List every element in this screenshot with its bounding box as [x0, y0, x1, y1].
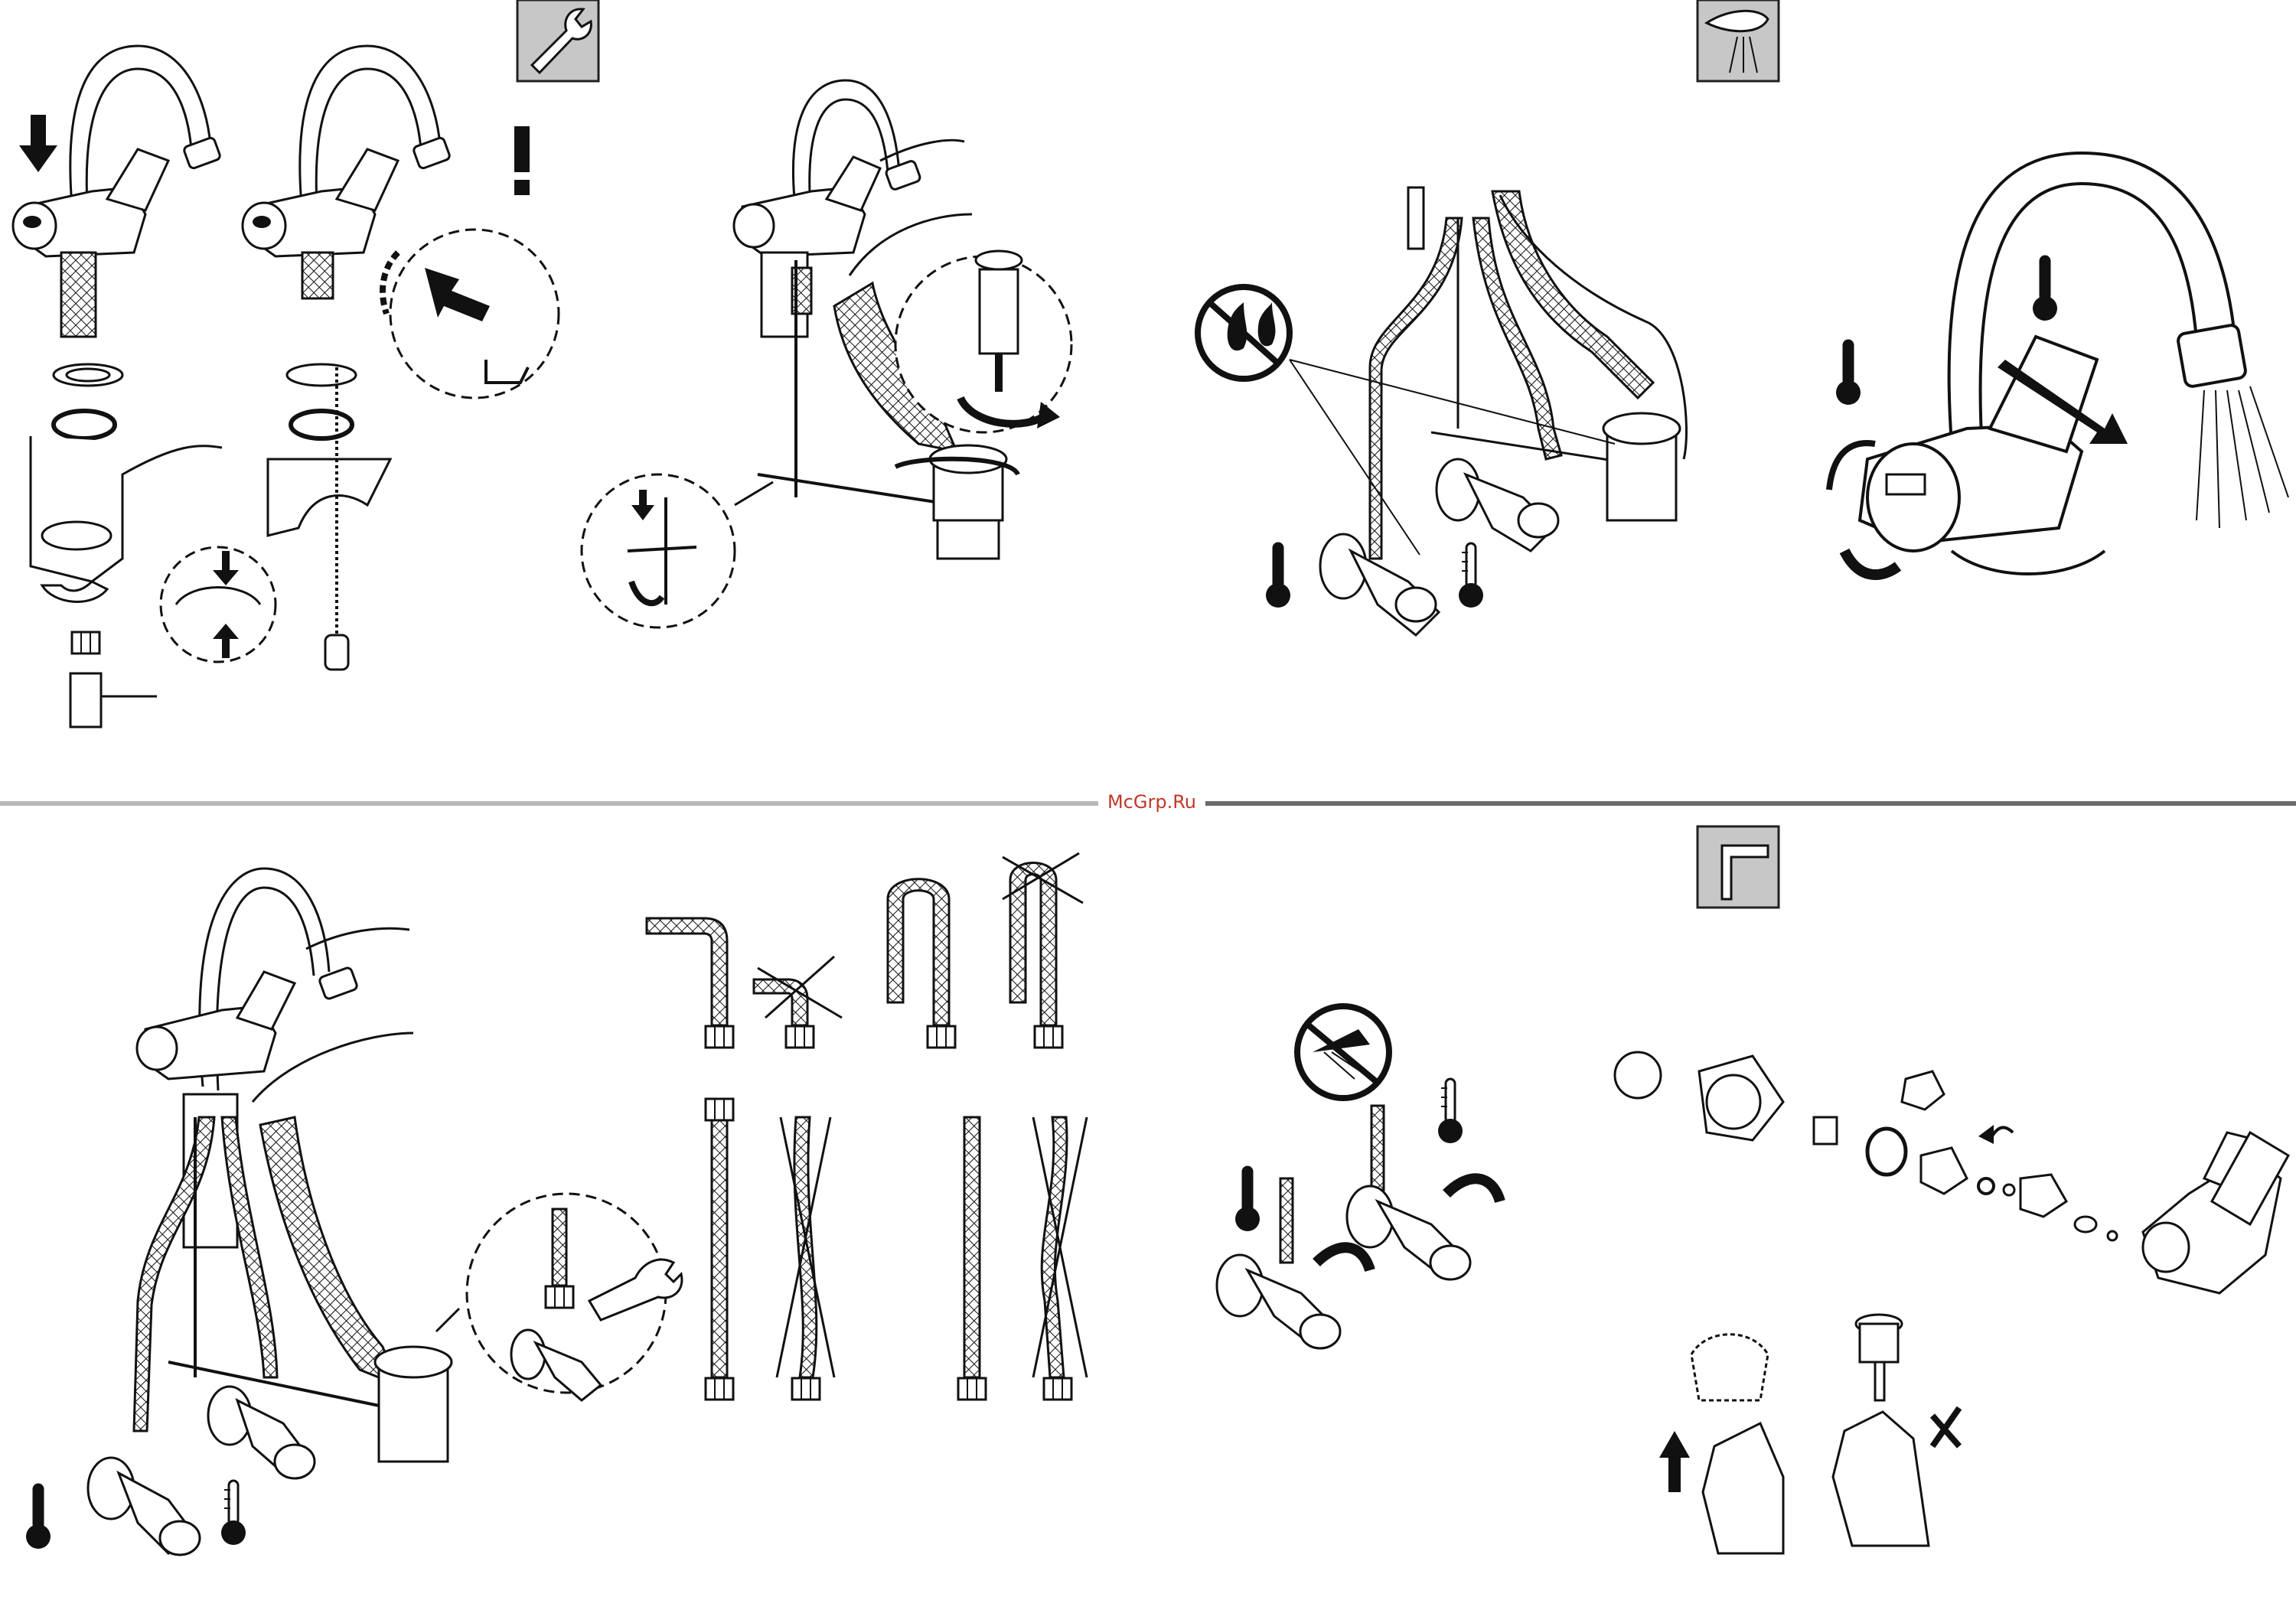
cross-mark-icon — [1002, 852, 1084, 904]
thermometer-hot-icon — [1234, 1165, 1261, 1233]
thermometer-cold-icon — [1437, 1077, 1464, 1145]
wrench-pictogram — [516, 0, 600, 83]
panel-flush-lines — [1215, 1003, 1505, 1350]
panel-cartridge-install — [11, 0, 600, 728]
cross-mark-icon — [775, 1116, 836, 1378]
up-arrow-icon — [1659, 1431, 1690, 1492]
spray-pictogram — [1696, 0, 1780, 83]
down-arrow-icon — [19, 115, 57, 172]
panel-assembled-connection — [24, 867, 683, 1556]
panel-operation — [1696, 0, 2289, 580]
thermometer-hot-icon — [24, 1483, 52, 1550]
no-spray-icon — [1294, 1003, 1392, 1101]
panel-supply-hoses — [1195, 186, 1688, 637]
thermometer-hot-icon — [1264, 542, 1292, 609]
page-divider-right — [1205, 801, 2296, 806]
cross-mark-icon — [1032, 1116, 1088, 1378]
watermark: McGrp.Ru — [1107, 791, 1197, 813]
panel-maintenance — [1613, 825, 2291, 1555]
no-water-icon — [1195, 284, 1293, 382]
wrench-icon — [587, 1258, 683, 1322]
exclamation-icon — [514, 126, 530, 195]
thermometer-cold-icon — [220, 1479, 247, 1546]
thermometer-cold-icon — [2031, 255, 2059, 322]
thermometer-cold-icon — [1457, 542, 1485, 609]
thermometer-hot-icon — [1835, 339, 1862, 406]
cross-mark-icon — [1929, 1406, 1962, 1449]
rotate-arrow-icon — [957, 396, 1060, 429]
panel-pop-up-waste — [580, 79, 1073, 629]
hex-key-pictogram — [1696, 825, 1780, 909]
cross-mark-icon — [757, 955, 843, 1019]
panel-hose-bending — [645, 852, 1088, 1401]
page-divider-left — [0, 801, 1098, 806]
water-jet — [2196, 386, 2289, 529]
